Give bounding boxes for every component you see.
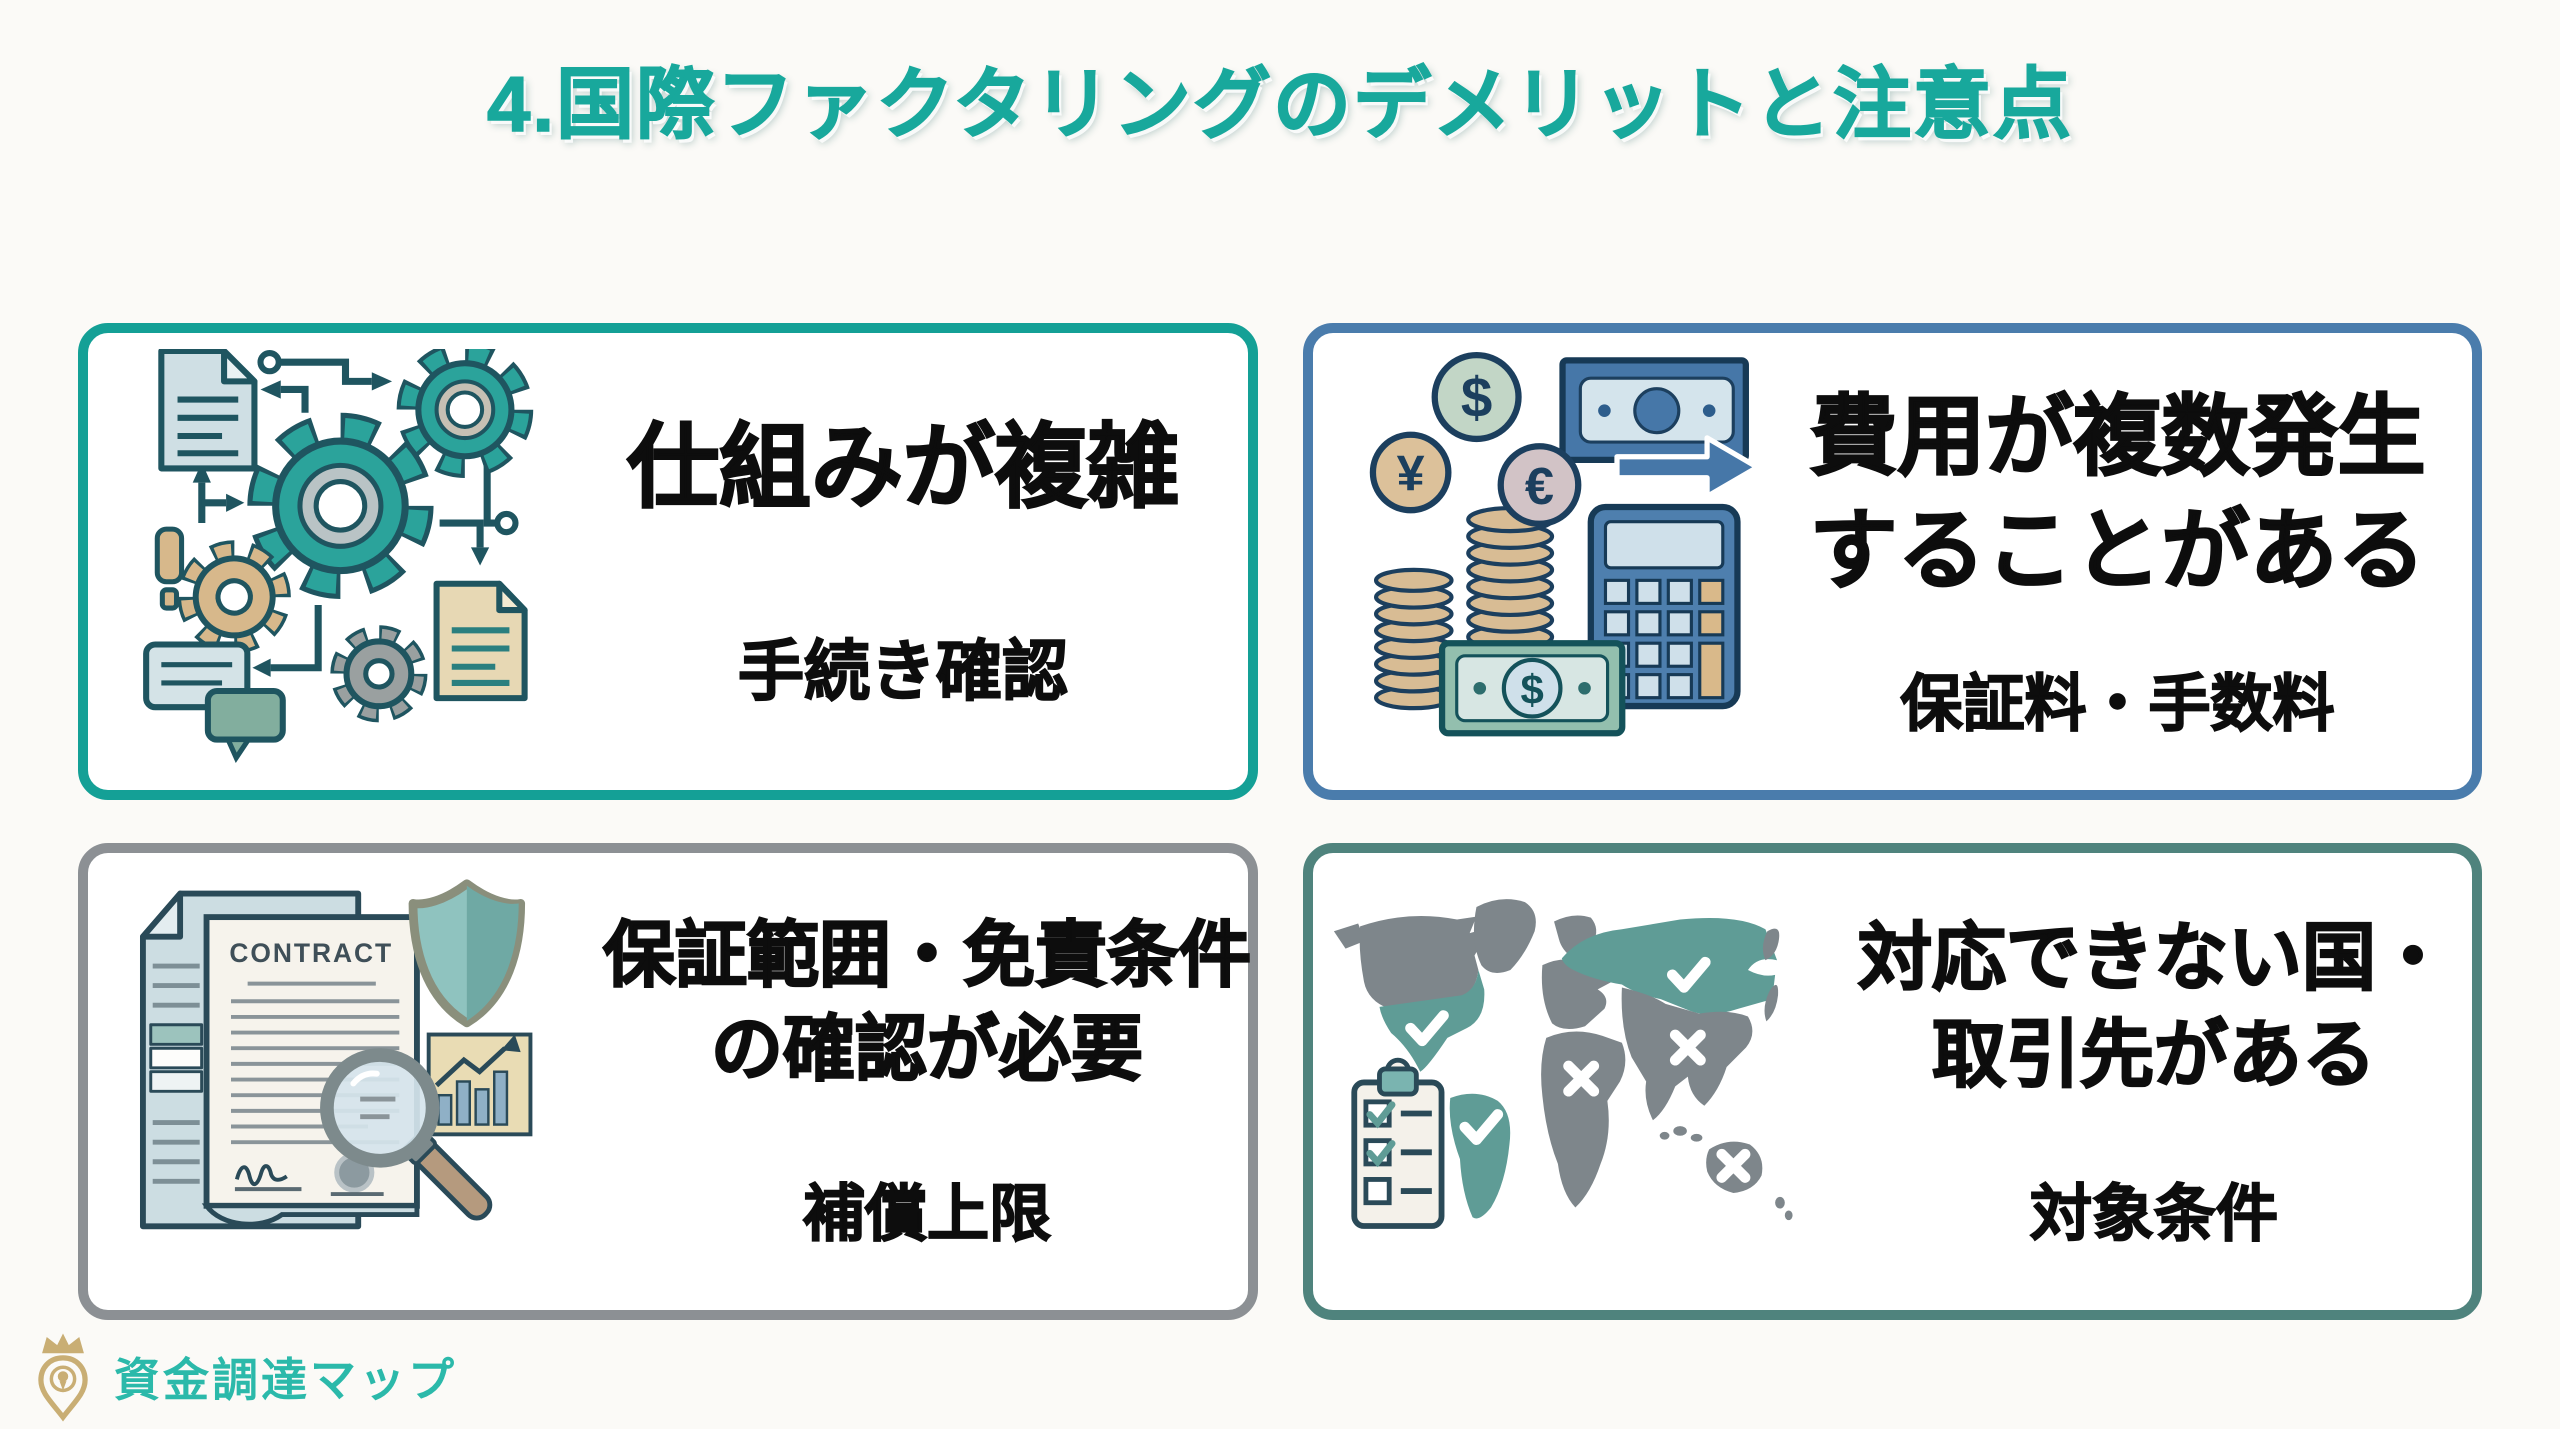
crown-map-pin-icon <box>38 1333 88 1422</box>
euro-coin: € <box>1497 443 1582 527</box>
gear-gray <box>330 625 428 723</box>
card-text: 費用が複数発生 することがある 保証料・手数料 <box>1793 380 2442 744</box>
signature <box>234 1164 288 1186</box>
brand-name: 資金調達マップ <box>114 1353 457 1406</box>
blue-banknote <box>1559 357 1749 464</box>
card-subtext: 保証料・手数料 <box>1900 670 2336 741</box>
brand-logo: 資金調達マップ <box>28 1330 457 1423</box>
transfer-arrow <box>1614 435 1760 500</box>
card-multiple-costs: ¥ $ <box>1303 323 2482 800</box>
card-text: 保証範囲・免責条件 の確認が必要 補償上限 <box>602 910 1252 1252</box>
currency-costs-calculator-icon: ¥ $ <box>1353 352 1793 771</box>
x-marks <box>1563 1029 1751 1183</box>
document-blue <box>158 349 258 472</box>
checklist-clipboard-icon <box>1351 1057 1445 1229</box>
card-text: 仕組みが複雑 手続き確認 <box>588 409 1218 715</box>
dollar-coin: $ <box>1431 352 1522 443</box>
page-curl <box>201 1203 420 1227</box>
chat-bubbles-icon <box>143 641 286 764</box>
world-map-checklist-icon <box>1331 873 1971 1290</box>
chart-card-icon <box>426 1032 533 1137</box>
arrowheads <box>192 372 490 677</box>
exclamation-shape <box>154 526 185 611</box>
process-gears-documents-icon <box>143 349 534 764</box>
card-heading: 仕組みが複雑 <box>626 416 1180 520</box>
cards-grid: 仕組みが複雑 手続き確認 ¥ $ <box>78 323 2482 1320</box>
yen-coin: ¥ <box>1369 431 1452 514</box>
green-banknote: $ <box>1438 640 1626 737</box>
magnifier-icon <box>320 1048 493 1221</box>
contract-shield-magnifier-icon: CONTRACT <box>139 879 533 1230</box>
world-map <box>1333 899 1793 1221</box>
shield-icon <box>408 879 526 1028</box>
card-heading: 対応できない国・ 取引先がある <box>1857 915 2451 1096</box>
calculator-icon <box>1587 503 1741 710</box>
world-map-checklist-icon <box>1333 899 1793 1229</box>
card-heading: 保証範囲・免責条件 の確認が必要 <box>602 915 1252 1091</box>
gear-center <box>247 412 434 599</box>
card-guarantee-scope: CONTRACT <box>78 843 1258 1320</box>
flow-arrows <box>198 358 498 672</box>
card-text: 対応できない国・ 取引先がある 対象条件 <box>1857 853 2451 1310</box>
gear-top-right <box>396 349 534 479</box>
svg-text:¥: ¥ <box>1397 444 1425 501</box>
svg-text:$: $ <box>1461 366 1492 429</box>
checklist-rows <box>1363 1099 1432 1206</box>
check-marks <box>1405 956 1711 1146</box>
document-tan <box>433 580 528 702</box>
card-subtext: 手続き確認 <box>737 634 1069 710</box>
contract-shield-magnifier-icon: CONTRACT <box>133 876 603 1287</box>
currency-costs-calculator-icon: ¥ $ <box>1369 352 1760 737</box>
coin-stack-right <box>1466 505 1555 651</box>
svg-text:$: $ <box>1520 666 1543 713</box>
card-subtext: 補償上限 <box>802 1179 1052 1250</box>
card-complex-system: 仕組みが複雑 手続き確認 <box>78 323 1258 800</box>
card-unsupported-countries: 対応できない国・ 取引先がある 対象条件 <box>1303 843 2482 1320</box>
process-gears-documents-icon <box>143 349 548 774</box>
svg-text:CONTRACT: CONTRACT <box>229 938 393 968</box>
svg-text:€: € <box>1525 458 1554 516</box>
card-subtext: 対象条件 <box>2029 1179 2279 1250</box>
page-title: 4.国際ファクタリングのデメリットと注意点 <box>486 59 2073 149</box>
card-heading: 費用が複数発生 することがある <box>1808 386 2426 601</box>
